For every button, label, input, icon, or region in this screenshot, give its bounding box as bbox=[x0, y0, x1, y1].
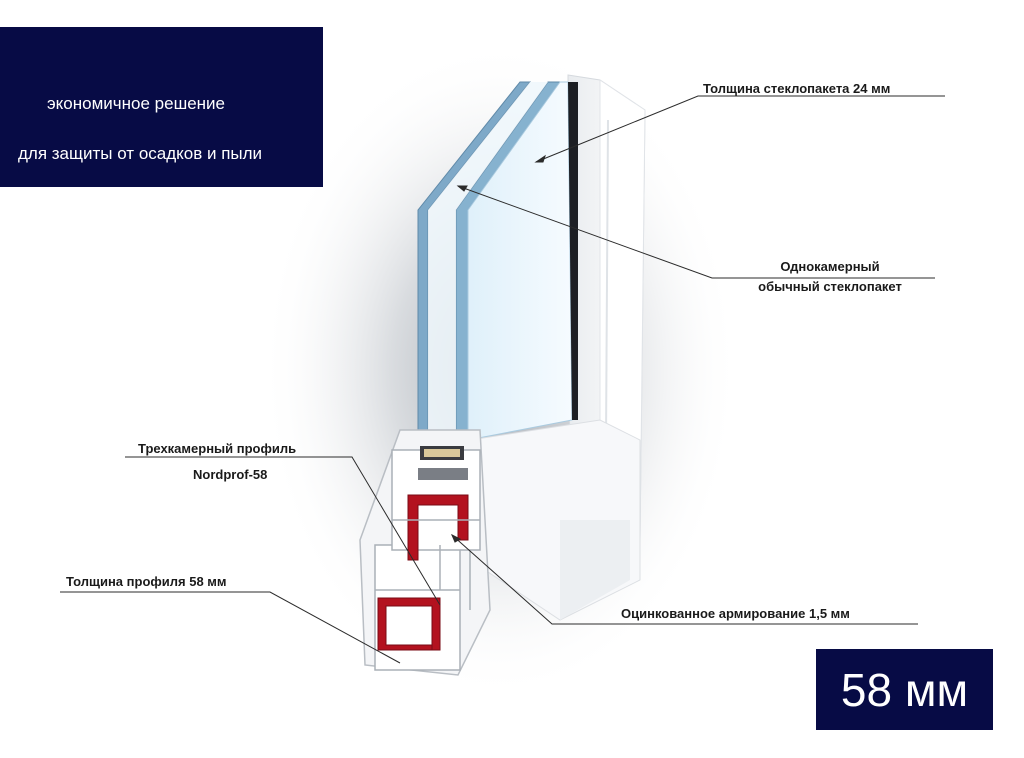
leader-profile-thickness bbox=[60, 591, 401, 664]
frame-horizontal bbox=[469, 419, 641, 621]
profile-size-badge: 58 мм bbox=[816, 649, 993, 730]
profile-cross-section bbox=[359, 429, 491, 676]
reinforcement-upper bbox=[407, 494, 469, 561]
leader-profile bbox=[125, 456, 441, 606]
callout-profile-line2: Nordprof-58 bbox=[193, 467, 268, 482]
reinforcement-lower bbox=[377, 597, 441, 651]
glass-unit bbox=[417, 81, 578, 471]
info-box: экономичное решение для защиты от осадко… bbox=[0, 27, 323, 187]
info-line-protection: для защиты от осадков и пыли bbox=[18, 144, 263, 163]
info-line-economical: экономичное решение bbox=[47, 94, 226, 113]
frame-vertical bbox=[567, 74, 646, 541]
callout-glass-unit-line1: Однокамерный bbox=[780, 259, 880, 274]
profile-size-text: 58 мм bbox=[840, 663, 969, 716]
leader-glass-unit bbox=[457, 185, 935, 279]
leader-reinforcement bbox=[451, 534, 918, 625]
leader-glass-thickness bbox=[535, 95, 945, 163]
callout-profile-line1: Трехкамерный профиль bbox=[138, 441, 297, 456]
callout-glass-thickness: Толщина стеклопакета 24 мм bbox=[703, 81, 891, 96]
callout-lines bbox=[60, 95, 945, 664]
callout-profile-thickness: Толщина профиля 58 мм bbox=[66, 574, 227, 589]
callout-glass-unit-line2: обычный стеклопакет bbox=[758, 279, 902, 294]
callout-reinforcement: Оцинкованное армирование 1,5 мм bbox=[621, 606, 850, 621]
